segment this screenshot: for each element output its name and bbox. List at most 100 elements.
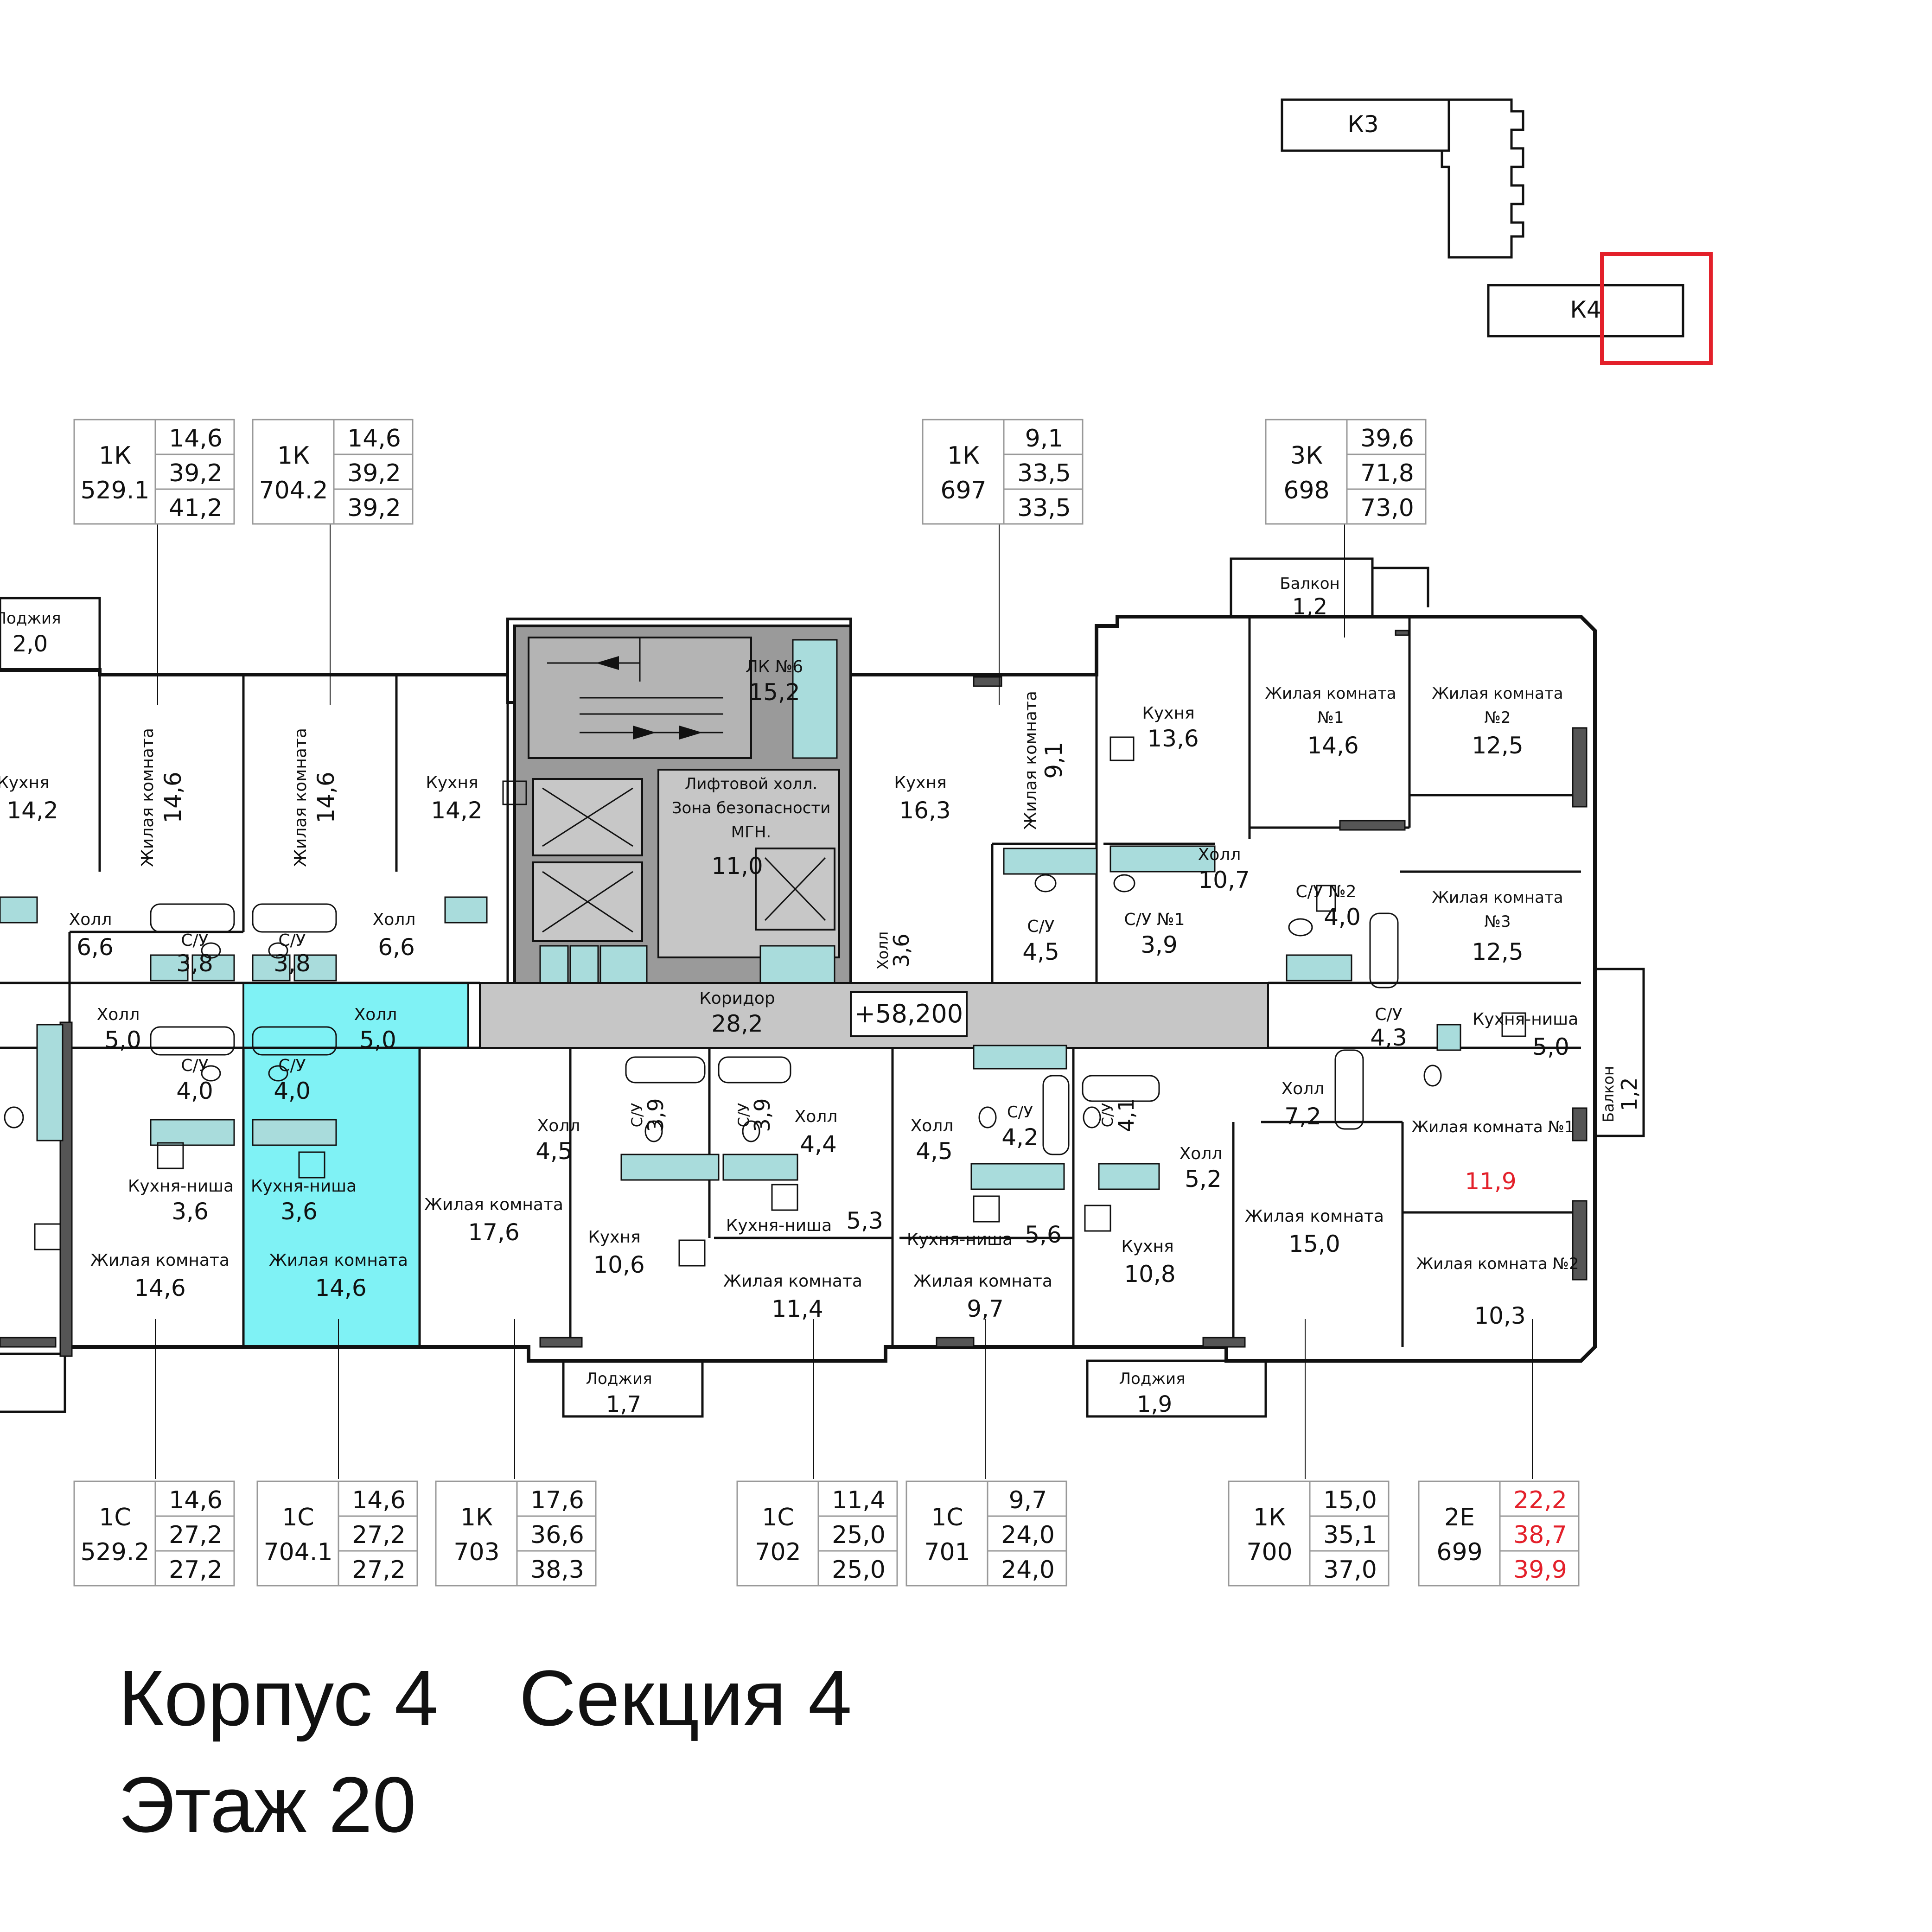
room-name: С/У (1027, 917, 1054, 936)
room-name: С/У (1375, 1005, 1402, 1024)
room-area: 7,2 (1284, 1103, 1321, 1130)
room-area: 5,6 (1025, 1221, 1062, 1248)
room-name: Кухня-ниша (128, 1177, 234, 1196)
room-name: С/У (1007, 1103, 1033, 1122)
room-area: 1,2 (1617, 1077, 1642, 1111)
room-area: 13,6 (1147, 725, 1199, 752)
apartment-type: 3К (1290, 442, 1323, 470)
apartment-type: 1К (947, 442, 980, 470)
room-area: 5,3 (846, 1207, 883, 1234)
room-name: Холл (97, 1005, 140, 1024)
room-area: 11,9 (1465, 1168, 1516, 1195)
apartment-number: 704.1 (264, 1538, 333, 1566)
building-core (506, 618, 852, 996)
room-area: 1,2 (1292, 594, 1327, 620)
room-area: 10,7 (1198, 867, 1250, 893)
room-name: Кухня (0, 773, 50, 792)
room-area: 10,6 (593, 1251, 644, 1278)
apartment-tag-box (1265, 419, 1427, 525)
apartment-area-living: 9,1 (1025, 425, 1064, 453)
room-name: С/У (628, 1103, 646, 1128)
stoves (34, 736, 1526, 1267)
room-name: Балкон (1280, 574, 1339, 593)
apartment-area-total: 38,7 (1513, 1521, 1567, 1549)
room-name: С/У №1 (1124, 910, 1185, 929)
room-name: ЛК №6 (746, 657, 803, 676)
room-name: Лифтовой холл. Зона безопасности МГН. (671, 775, 831, 842)
apartment-area-living: 22,2 (1513, 1486, 1567, 1514)
room-area: 4,0 (274, 1078, 311, 1104)
room-name: Жилая комната (138, 728, 157, 867)
room-area: 3,8 (176, 950, 213, 977)
room-area: 5,2 (1185, 1166, 1222, 1192)
apartment-area-with-balcony: 25,0 (832, 1556, 886, 1584)
room-name: Лоджия (1119, 1370, 1185, 1388)
apartment-area-with-balcony: 39,9 (1513, 1556, 1567, 1584)
room-area: 14,6 (1307, 732, 1358, 759)
room-name: Холл (795, 1107, 838, 1126)
room-name: Кухня (894, 773, 946, 792)
room-area: 1,9 (1137, 1391, 1172, 1417)
apartment-tag-box (73, 1480, 235, 1587)
apartment-number: 703 (453, 1538, 499, 1566)
room-area: 3,9 (643, 1098, 668, 1132)
room-area: 9,7 (967, 1295, 1004, 1322)
current-section-marker (1600, 252, 1713, 365)
apartment-area-total: 71,8 (1360, 459, 1414, 487)
apartment-area-total: 39,2 (347, 459, 401, 487)
room-area: 14,2 (431, 797, 482, 824)
apartment-number: 701 (924, 1538, 970, 1566)
room-name: Жилая комната №3 (1432, 888, 1563, 931)
apartment-area-living: 9,7 (1009, 1486, 1047, 1514)
walls (0, 557, 1645, 1418)
apartment-area-with-balcony: 38,3 (530, 1556, 584, 1584)
apartment-area-total: 24,0 (1001, 1521, 1055, 1549)
fixtures (0, 845, 1461, 1190)
apartment-tag-box (256, 1480, 418, 1587)
room-area: 4,0 (1324, 904, 1361, 931)
room-area: 6,6 (378, 934, 415, 961)
building-title: Корпус 4 Секция 4 (118, 1653, 852, 1744)
room-name: Холл (1198, 845, 1241, 864)
room-name: Жилая комната (291, 728, 310, 867)
apartment-area-total: 33,5 (1017, 459, 1071, 487)
room-name: Холл (373, 910, 416, 929)
room-name: Холл (69, 910, 112, 929)
room-area: 14,6 (159, 772, 186, 823)
apartment-area-total: 27,2 (169, 1521, 223, 1549)
key-plan-k3: К3 (1347, 111, 1378, 138)
apartment-tag-box (73, 419, 235, 525)
room-area: 11,4 (772, 1295, 823, 1322)
room-name: Жилая комната №1 (1265, 684, 1396, 727)
room-area: 15,2 (748, 679, 800, 706)
room-name: Жилая комната (269, 1251, 408, 1270)
room-name: Жилая комната №2 (1432, 684, 1563, 727)
apartment-tag-box (905, 1480, 1067, 1587)
apartment-area-with-balcony: 27,2 (169, 1556, 223, 1584)
apartment-tag-box (1418, 1480, 1580, 1587)
apartment-area-living: 17,6 (530, 1486, 584, 1514)
room-name: С/У (735, 1103, 752, 1128)
room-name: Балкон (1600, 1066, 1617, 1122)
apartment-area-total: 36,6 (530, 1521, 584, 1549)
room-name: Холл (874, 931, 892, 969)
apartment-area-with-balcony: 37,0 (1323, 1556, 1377, 1584)
apartment-number: 699 (1436, 1538, 1482, 1566)
room-area: 10,3 (1474, 1302, 1525, 1329)
key-plan: К3 К4 (1281, 98, 1713, 365)
room-area: 1,7 (606, 1391, 641, 1417)
level-mark: +58,200 (854, 999, 963, 1028)
apartment-type: 1С (99, 1504, 131, 1531)
apartment-area-living: 14,6 (169, 425, 223, 453)
room-name: С/У (278, 1056, 306, 1075)
apartment-tag-box (252, 419, 414, 525)
room-name: Жилая комната (424, 1195, 563, 1214)
room-name: Коридор (699, 989, 775, 1008)
section-name: Секция 4 (519, 1654, 852, 1742)
